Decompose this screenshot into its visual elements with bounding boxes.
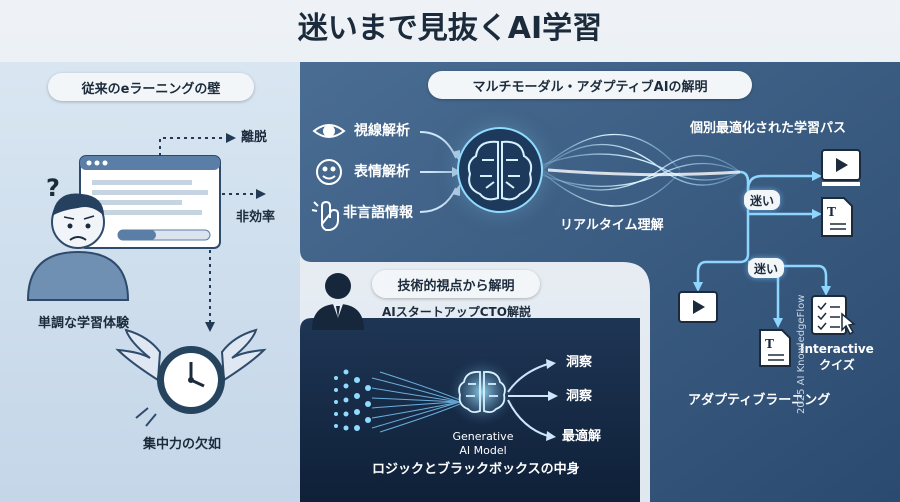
nonverbal-info-label: 非言語情報	[343, 205, 413, 221]
black-box-caption: ロジックとブラックボックスの中身	[372, 462, 580, 477]
light-stream	[541, 133, 741, 207]
video-lesson-icon-2	[678, 291, 718, 323]
flying-clock-icon	[115, 328, 267, 427]
confused-learner-icon	[26, 193, 130, 301]
adaptive-learning-caption: アダプティブラーニング	[688, 393, 831, 408]
interactive-quiz-label: Interactive クイズ	[800, 342, 874, 372]
svg-text:T: T	[827, 205, 836, 219]
elearning-window-icon	[79, 155, 221, 249]
quiz-checklist-icon	[811, 295, 856, 336]
insight-label-2: 洞察	[566, 389, 593, 404]
brain-circle	[457, 127, 543, 213]
main-panel-header: マルチモーダル・アダプティブAIの解明	[428, 71, 752, 99]
cto-speech-bubble: 技術的視点から解明	[372, 270, 540, 298]
cto-caption: AIスタートアップCTO解説	[382, 305, 531, 319]
gaze-analysis-label: 視線解析	[354, 123, 410, 139]
data-particles	[334, 369, 371, 431]
page-title: 迷いまで見抜くAI学習	[297, 11, 603, 46]
hesitation-tag-2: 迷い	[748, 258, 784, 278]
output-arrows	[507, 363, 549, 437]
brain-icon	[467, 140, 533, 201]
monotonous-learning-caption: 単調な学習体験	[38, 316, 130, 331]
dropout-arrows	[159, 137, 256, 322]
document-icon-2: T	[759, 329, 791, 367]
ai-model-label: Generative AI Model	[452, 430, 514, 457]
cto-avatar-icon	[312, 273, 364, 330]
lack-of-focus-caption: 集中力の欠如	[143, 437, 222, 452]
expression-analysis-label: 表情解析	[354, 164, 410, 180]
model-brain-icon	[458, 371, 506, 414]
svg-text:T: T	[765, 337, 774, 351]
face-icon	[316, 159, 342, 185]
copyright-watermark: 2025 AI KnowledgeFlow	[796, 294, 807, 414]
insight-label-1: 洞察	[566, 355, 593, 370]
document-icon: T	[821, 197, 853, 237]
question-mark: ?	[46, 174, 60, 202]
hesitation-tag-1: 迷い	[744, 190, 780, 210]
inefficiency-label: 非効率	[236, 210, 276, 225]
optimal-solution-label: 最適解	[562, 429, 602, 444]
dropout-label: 離脱	[241, 130, 268, 145]
realtime-understanding-caption: リアルタイム理解	[560, 218, 664, 233]
left-panel-header: 従来のeラーニングの壁	[48, 73, 254, 101]
eye-icon	[312, 124, 346, 138]
hand-gesture-icon	[311, 200, 339, 231]
learning-path-title: 個別最適化された学習パス	[690, 121, 847, 136]
video-lesson-icon	[821, 149, 861, 186]
